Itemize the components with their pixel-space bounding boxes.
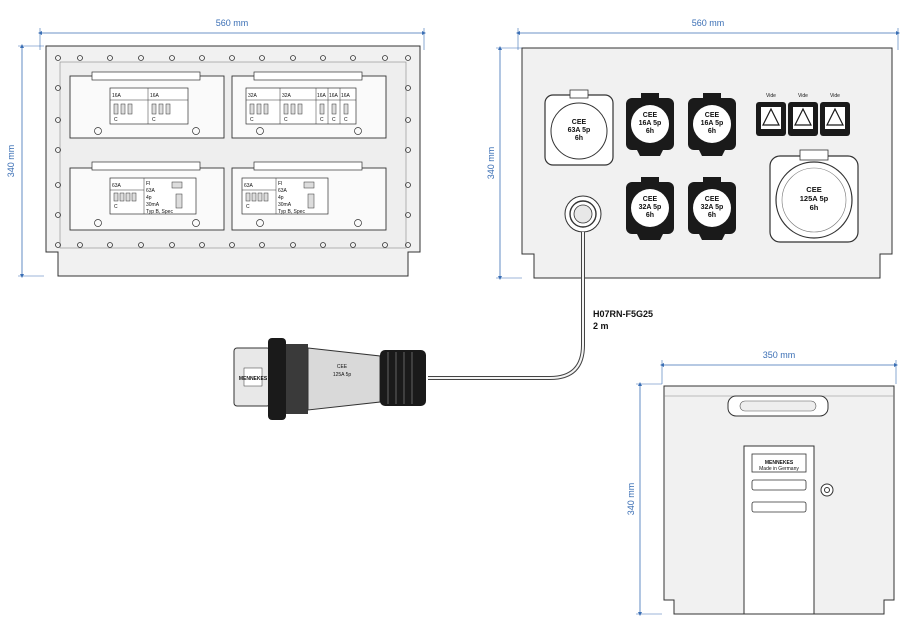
cable-gland — [564, 195, 602, 233]
socket-label: CEE — [643, 112, 658, 119]
socket-label: 6h — [646, 128, 654, 135]
label-plate — [743, 445, 815, 615]
front-height-label: 340 mm — [6, 145, 16, 178]
rcd-trip: 30mA — [146, 202, 160, 208]
front-width-label: 560 mm — [216, 18, 249, 28]
rcd-poles: 4p — [278, 195, 284, 201]
schuko-label: Vide — [798, 93, 808, 99]
rear-height-label: 340 mm — [486, 147, 496, 180]
breaker-panel-top-right: 32A 32A 16A 16A 16A C C C C C — [231, 71, 387, 139]
side-height-label: 340 mm — [626, 483, 636, 516]
rcd-curve: C — [114, 204, 118, 210]
schuko-label: Vide — [830, 93, 840, 99]
cee-125a-plug: MENNEKES CEE 125A 5p — [233, 338, 426, 420]
side-width-label: 350 mm — [763, 350, 796, 360]
breaker-curve: C — [152, 117, 156, 123]
breaker-curve: C — [114, 117, 118, 123]
cee-63a-socket: CEE 63A 5p 6h — [544, 89, 614, 166]
breaker-curve: C — [332, 117, 336, 123]
socket-label: 32A 5p — [639, 204, 662, 211]
socket-label: 6h — [810, 203, 819, 212]
rcd-curve: C — [246, 204, 250, 210]
cee-32a-socket: CEE 32A 5p 6h — [688, 177, 736, 240]
schuko-socket: Vide — [756, 93, 786, 136]
socket-label: 16A 5p — [639, 120, 662, 127]
socket-label: 32A 5p — [701, 204, 724, 211]
front-view: 560 mm 340 mm — [6, 18, 426, 278]
schuko-socket: Vide — [820, 93, 850, 136]
breaker-rating: 16A — [341, 93, 351, 99]
cee-125a-socket: CEE 125A 5p 6h — [769, 149, 859, 243]
breaker-curve: C — [344, 117, 348, 123]
schuko-socket-group: Vide Vide Vide — [756, 93, 850, 136]
plug-label: CEE — [337, 364, 348, 370]
schuko-label: Vide — [766, 93, 776, 99]
rcd-trip: 30mA — [278, 202, 292, 208]
socket-label: CEE — [643, 196, 658, 203]
socket-label: 16A 5p — [701, 120, 724, 127]
cee-16a-socket: CEE 16A 5p 6h — [688, 93, 736, 156]
socket-label: 6h — [575, 135, 583, 142]
plug-label: 125A 5p — [333, 372, 352, 378]
cable-type-label: H07RN-F5G25 — [593, 309, 653, 319]
socket-label: CEE — [806, 185, 821, 194]
rcd-panel-right: 63A FI 63A 4p 30mA C Typ B, Spec — [231, 161, 387, 231]
breaker-curve: C — [250, 117, 254, 123]
breaker-panel-top-left: 16A 16A C C — [69, 71, 225, 139]
rcd-rating: 63A — [112, 183, 122, 189]
rear-view: 560 mm 340 mm CEE 63A 5p 6h CEE 16A 5p 6… — [486, 18, 900, 280]
rcd-type: Typ B, Spec — [278, 209, 305, 215]
socket-label: 63A 5p — [568, 127, 591, 134]
socket-label: 125A 5p — [800, 194, 829, 203]
screw-holes — [55, 55, 411, 248]
cee-32a-socket: CEE 32A 5p 6h — [626, 177, 674, 240]
side-brand: MENNEKES — [765, 460, 794, 466]
rcd-poles: 4p — [146, 195, 152, 201]
breaker-curve: C — [284, 117, 288, 123]
rcd-id: FI — [146, 181, 150, 187]
schuko-socket: Vide — [788, 93, 818, 136]
cee-16a-socket: CEE 16A 5p 6h — [626, 93, 674, 156]
side-view: 350 mm 340 mm MENNEKES Made in Germany — [626, 350, 898, 616]
rcd-rating: 63A — [244, 183, 254, 189]
breaker-rating: 16A — [150, 93, 160, 99]
socket-label: CEE — [705, 112, 720, 119]
cable-length-label: 2 m — [593, 321, 609, 331]
rcd-amps: 63A — [146, 188, 156, 194]
socket-label: CEE — [705, 196, 720, 203]
breaker-rating: 32A — [282, 93, 292, 99]
side-subtitle: Made in Germany — [759, 466, 799, 472]
socket-label: 6h — [646, 212, 654, 219]
breaker-rating: 16A — [329, 93, 339, 99]
rcd-id: FI — [278, 181, 282, 187]
breaker-curve: C — [320, 117, 324, 123]
socket-label: 6h — [708, 212, 716, 219]
rear-width-label: 560 mm — [692, 18, 725, 28]
breaker-rating: 16A — [317, 93, 327, 99]
breaker-rating: 32A — [248, 93, 258, 99]
socket-label: 6h — [708, 128, 716, 135]
socket-label: CEE — [572, 119, 587, 126]
rcd-type: Typ B, Spec — [146, 209, 173, 215]
breaker-rating: 16A — [112, 93, 122, 99]
rcd-panel-left: 63A FI 63A 4p 30mA C Typ B, Spec — [69, 161, 225, 231]
plug-brand: MENNEKES — [239, 376, 268, 382]
rcd-amps: 63A — [278, 188, 288, 194]
